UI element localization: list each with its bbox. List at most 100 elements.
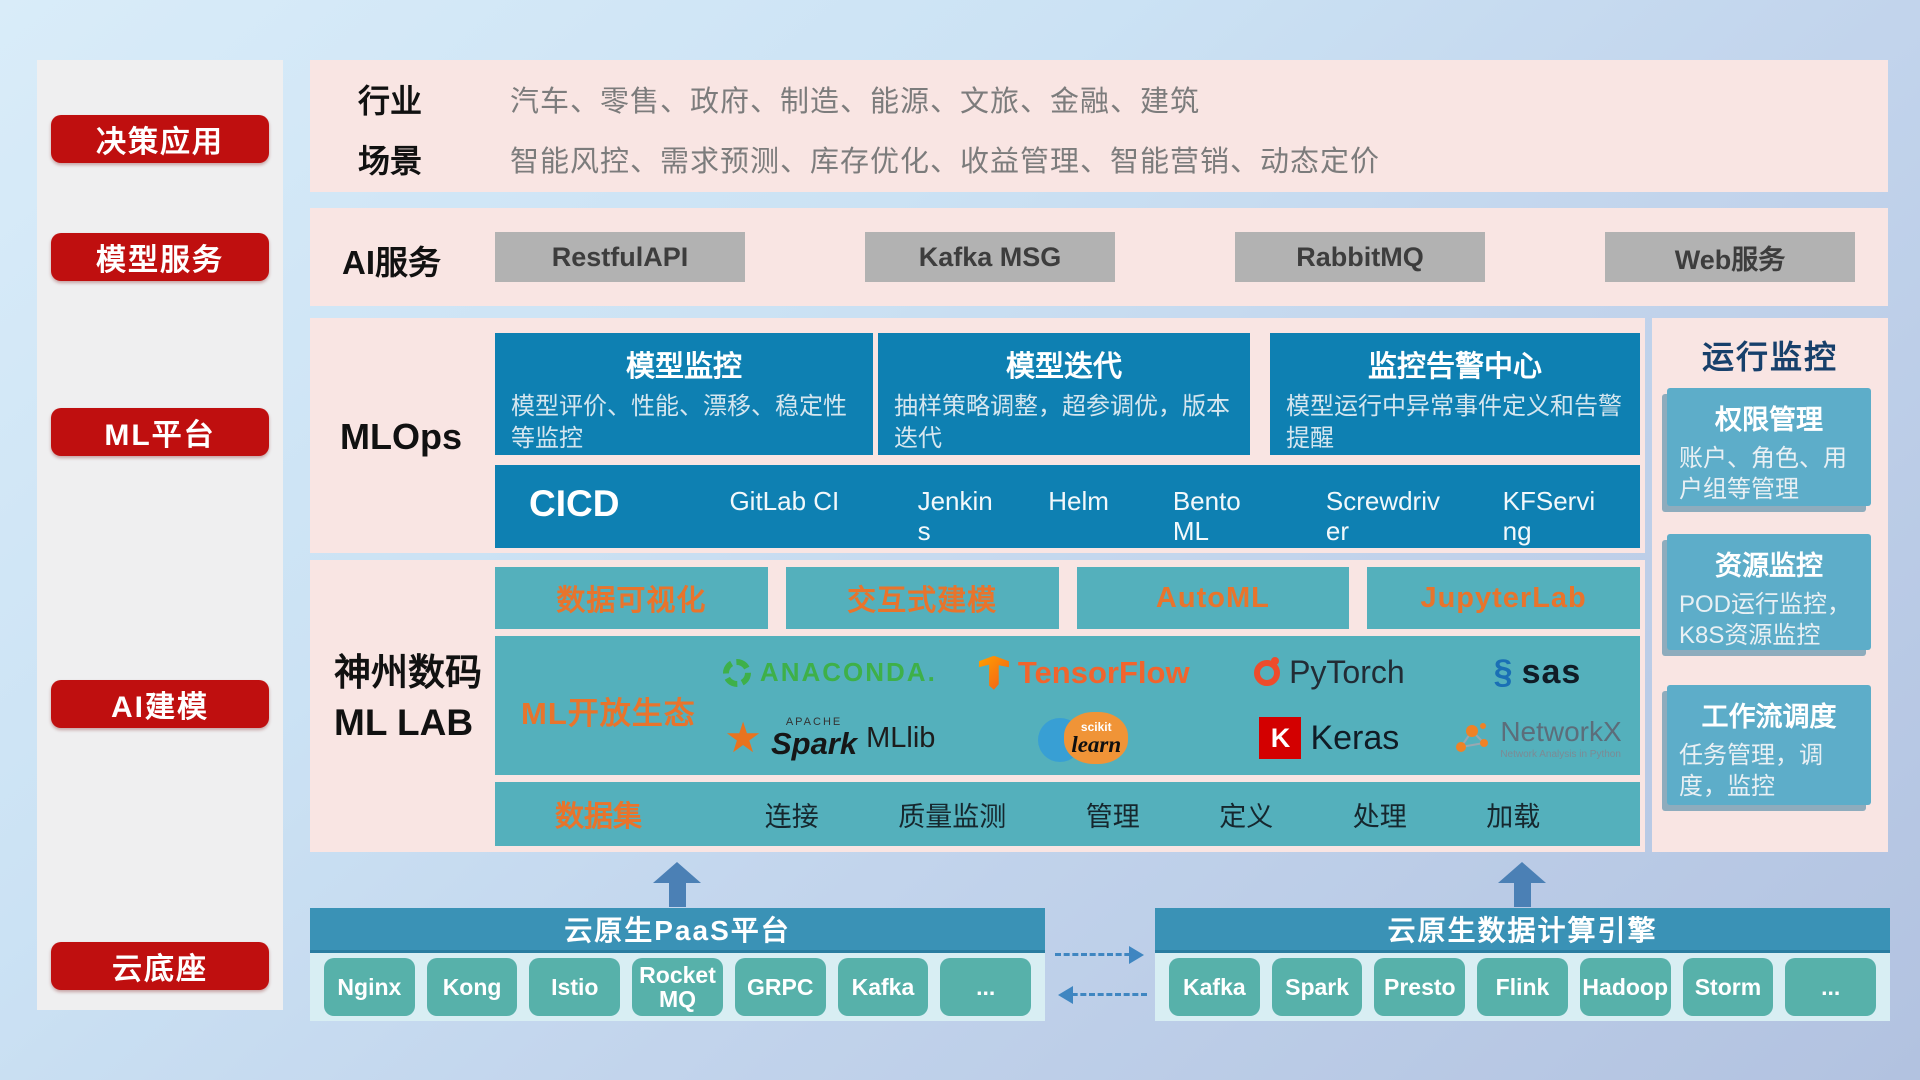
chip-kong: Kong (426, 958, 518, 1016)
cicd-item-gitlab-ci: GitLab CI (729, 486, 840, 516)
networkx-text: NetworkX (1500, 716, 1622, 748)
paas-platform-section: 云原生PaaS平台 Nginx Kong Istio RocketMQ GRPC… (310, 908, 1045, 1021)
tensorflow-icon (978, 655, 1009, 690)
keras-logo: K Keras (1214, 717, 1445, 760)
rail-item-model-service: 模型服务 (51, 233, 269, 281)
mllab-label-line1: 神州数码 (334, 652, 482, 693)
tensorflow-wordmark: TensorFlow (1017, 654, 1190, 690)
rabbitmq-button: RabbitMQ (1235, 232, 1485, 282)
tensorflow-logo: TensorFlow (955, 655, 1214, 691)
arrow-head (1129, 946, 1153, 964)
industry-label: 行业 (358, 83, 423, 119)
chip-rocketmq: RocketMQ (632, 958, 723, 1016)
chip-more: ... (1785, 958, 1877, 1016)
rail-item-decision-apps: 决策应用 (51, 115, 269, 163)
up-arrow-icon (1498, 862, 1546, 907)
spark-apache-text: APACHE (785, 716, 843, 729)
sas-logo: § sas (1445, 653, 1630, 692)
scenario-list: 智能风控、需求预测、库存优化、收益管理、智能营销、动态定价 (510, 146, 1381, 178)
card-body: POD运行监控，K8S资源监控 (1679, 591, 1852, 650)
tool-automl: AutoML (1076, 567, 1350, 629)
card-title: 资源监控 (1715, 551, 1823, 581)
web-service-button: Web服务 (1605, 232, 1855, 282)
anaconda-ring-icon (722, 658, 751, 687)
left-rail: 决策应用 模型服务 ML平台 AI建模 云底座 (37, 60, 283, 1010)
cicd-item-screwdriver: Screwdriver (1325, 486, 1440, 546)
scikit-orange-blob: scikit learn (1064, 712, 1129, 765)
sas-swirl-icon: § (1493, 653, 1513, 692)
mllab-tools-row: 数据可视化 交互式建模 AutoML JupyterLab (495, 567, 1640, 629)
scikit-learn-logo: scikit learn (955, 712, 1214, 765)
cicd-label: CICD (529, 483, 620, 524)
networkx-graph-icon (1456, 723, 1489, 753)
arrow-stem (1513, 883, 1531, 907)
cicd-item-kfserving: KFServing (1502, 486, 1596, 546)
ml-ecosystem-box: ML开放生态 ANACONDA. TensorFlow PyTorch § sa… (495, 636, 1640, 775)
keras-wordmark: Keras (1310, 718, 1400, 757)
arrow-head (653, 862, 701, 883)
chip-presto: Presto (1374, 958, 1466, 1016)
mlops-panel: MLOps 模型监控 模型评价、性能、漂移、稳定性等监控 模型迭代 抽样策略调整… (310, 318, 1645, 553)
chip-kafka: Kafka (837, 958, 929, 1016)
pytorch-logo: PyTorch (1214, 654, 1445, 691)
card-body: 账户、角色、用户组等管理 (1679, 445, 1847, 504)
dashed-arrow-right-icon (1055, 946, 1144, 964)
chip-istio: Istio (529, 958, 621, 1016)
pytorch-wordmark: PyTorch (1289, 654, 1405, 691)
card-body: 模型运行中异常事件定义和告警提醒 (1286, 393, 1622, 453)
ai-service-label: AI服务 (342, 244, 441, 281)
chip-kafka: Kafka (1169, 958, 1260, 1016)
runtime-monitoring-panel: 运行监控 权限管理 账户、角色、用户组等管理 资源监控 POD运行监控，K8S资… (1652, 318, 1888, 852)
up-arrow-icon (653, 862, 701, 907)
arrow-head (1049, 986, 1073, 1004)
rail-item-ml-platform: ML平台 (51, 408, 269, 456)
dataset-label: 数据集 (555, 801, 643, 833)
pytorch-flame-icon (1254, 656, 1281, 686)
cicd-item-jenkins: Jenkins (917, 486, 993, 546)
card-title: 模型迭代 (1005, 351, 1122, 383)
arrow-head (1498, 862, 1546, 883)
mllab-panel: 神州数码 ML LAB 数据可视化 交互式建模 AutoML JupyterLa… (310, 560, 1645, 852)
restfulapi-button: RestfulAPI (495, 232, 745, 282)
spark-wordmark: APACHE Spark (771, 716, 857, 760)
ai-service-panel: AI服务 RestfulAPI Kafka MSG RabbitMQ Web服务 (310, 208, 1888, 306)
dataset-item-define: 定义 (1219, 801, 1274, 832)
chip-storm: Storm (1682, 958, 1774, 1016)
dataset-item-manage: 管理 (1085, 801, 1140, 832)
dataset-item-process: 处理 (1352, 801, 1407, 832)
scikit-learn-icon: scikit learn (1038, 712, 1130, 765)
kafka-msg-button: Kafka MSG (865, 232, 1115, 282)
chip-hadoop: Hadoop (1579, 958, 1671, 1016)
tool-interactive-modeling: 交互式建模 (785, 567, 1059, 629)
ml-ecosystem-label: ML开放生态 (521, 696, 696, 731)
scikit-learn-text: learn (1071, 731, 1122, 757)
data-engine-section: 云原生数据计算引擎 Kafka Spark Presto Flink Hadoo… (1155, 908, 1890, 1021)
card-body: 模型评价、性能、漂移、稳定性等监控 (511, 393, 847, 453)
mlops-label: MLOps (340, 416, 462, 457)
chip-flink: Flink (1477, 958, 1568, 1016)
tool-jupyterlab: JupyterLab (1367, 567, 1640, 629)
workflow-scheduling-card: 工作流调度 任务管理，调度，监控 (1667, 685, 1871, 805)
scenario-label: 场景 (358, 143, 423, 179)
chip-more: ... (940, 958, 1032, 1016)
logo-row-1: ANACONDA. TensorFlow PyTorch § sas (705, 640, 1630, 706)
mllib-text: MLlib (866, 721, 936, 754)
rail-item-cloud-base: 云底座 (51, 942, 269, 990)
dataset-item-quality: 质量监测 (898, 801, 1007, 832)
card-body: 抽样策略调整，超参调优，版本迭代 (894, 393, 1230, 453)
arrow-stem (668, 883, 686, 907)
tool-data-visualization: 数据可视化 (495, 567, 768, 629)
industry-list: 汽车、零售、政府、制造、能源、文旅、金融、建筑 (510, 86, 1201, 118)
cicd-item-helm: Helm (1048, 486, 1109, 516)
dashed-arrow-left-icon (1058, 986, 1147, 1004)
chip-nginx: Nginx (324, 958, 415, 1016)
ml-ecosystem-logos: ANACONDA. TensorFlow PyTorch § sas ★ (705, 640, 1630, 771)
spark-star-icon: ★ (724, 714, 762, 762)
spark-mllib-logo: ★ APACHE Spark MLlib (705, 714, 955, 762)
data-engine-title: 云原生数据计算引擎 (1155, 908, 1890, 953)
scikit-top-text: scikit (1080, 719, 1112, 734)
runtime-monitoring-title: 运行监控 (1701, 339, 1838, 375)
resource-monitoring-card: 资源监控 POD运行监控，K8S资源监控 (1667, 534, 1871, 650)
card-title: 工作流调度 (1701, 702, 1837, 732)
sas-wordmark: sas (1521, 653, 1582, 692)
